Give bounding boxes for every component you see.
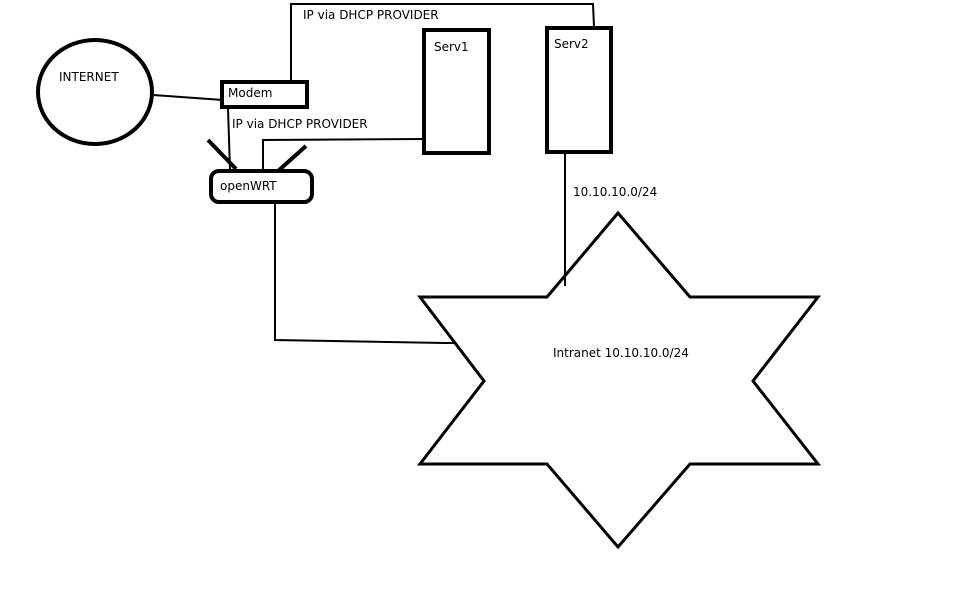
edge-modem-serv2 <box>290 3 595 81</box>
modem-node <box>220 80 309 109</box>
openwrt-node <box>209 169 314 204</box>
edge-label-modem-serv2: IP via DHCP PROVIDER <box>303 8 439 22</box>
serv2-node <box>545 26 613 154</box>
intranet-label: Intranet 10.10.10.0/24 <box>553 346 689 360</box>
antenna-left-icon <box>206 138 238 171</box>
edge-label-serv2-intranet: 10.10.10.0/24 <box>573 185 658 199</box>
openwrt-label: openWRT <box>220 179 277 193</box>
modem-label: Modem <box>228 86 273 100</box>
edge-internet-modem <box>152 94 224 101</box>
edge-label-modem-openwrt: IP via DHCP PROVIDER <box>232 117 368 131</box>
serv1-node <box>422 28 491 155</box>
serv1-label: Serv1 <box>434 40 469 54</box>
internet-node <box>36 38 154 146</box>
antenna-right-icon <box>276 144 308 173</box>
serv2-label: Serv2 <box>554 37 589 51</box>
internet-label: INTERNET <box>59 70 119 84</box>
edge-openwrt-intranet <box>274 203 455 344</box>
intranet-node <box>416 210 822 550</box>
edge-openwrt-serv1 <box>262 138 424 170</box>
